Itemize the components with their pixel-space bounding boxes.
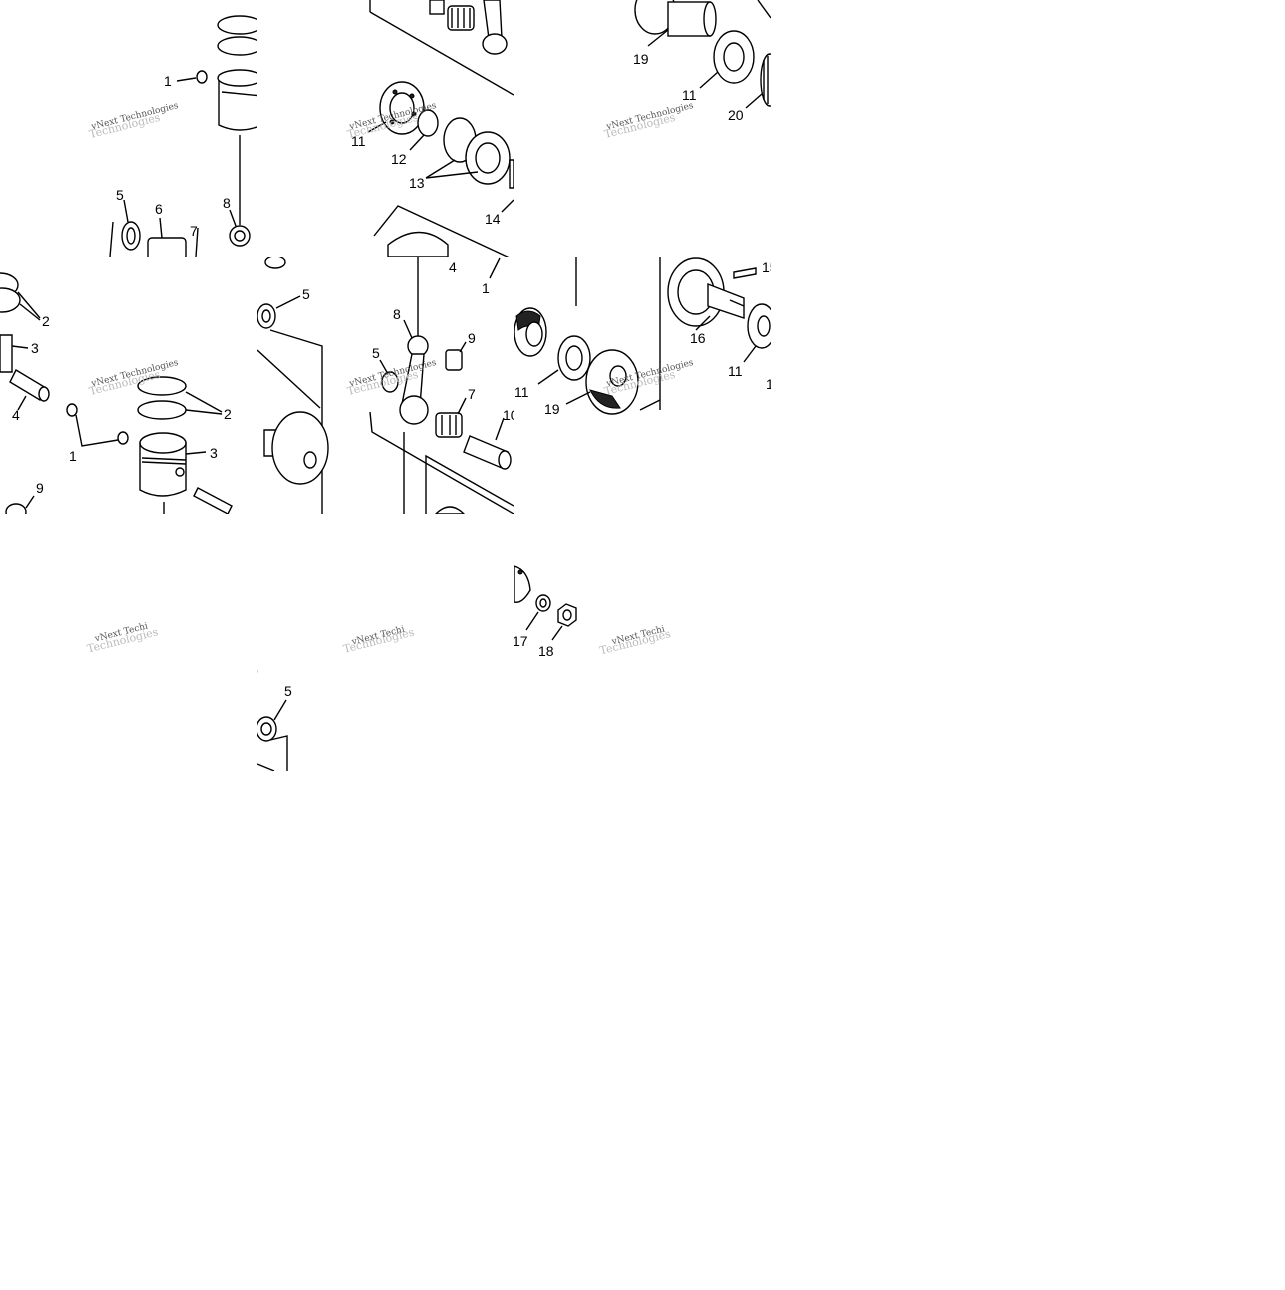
callout-3: 3 [31, 340, 39, 356]
needle-bearing-icon [445, 349, 463, 371]
callout-7: 7 [468, 386, 476, 402]
callout-1: 1 [482, 280, 490, 296]
callout-2: 2 [224, 406, 232, 422]
callout-8: 8 [393, 306, 401, 322]
seal-icon [381, 371, 399, 393]
callout-6: 6 [155, 201, 163, 217]
callout-7: 7 [190, 223, 198, 239]
callout-12: 12 [391, 151, 407, 167]
callout-10: 10 [503, 407, 519, 423]
crank-pin-icon [463, 435, 512, 470]
watermark: Technologies vNext Technologies [603, 101, 695, 141]
callout-1: 1 [164, 73, 172, 89]
callout-1: 1 [766, 376, 774, 392]
piston-icon [217, 69, 257, 131]
circlip-icon [66, 403, 78, 417]
watermark: Technologies vNext Techi [342, 625, 416, 656]
ball-bearing-icon [465, 131, 511, 185]
needle-bearing-icon [435, 412, 463, 438]
seal-icon [257, 716, 277, 742]
tile-seal-fragment: 0 5 [250, 663, 292, 771]
seal-icon [760, 53, 771, 107]
connecting-rod-icon [482, 0, 508, 55]
callout-19: 19 [544, 401, 560, 417]
callout-5: 5 [302, 286, 310, 302]
nut-icon [557, 603, 577, 627]
ball-bearing-icon [557, 335, 591, 381]
small-end-icon [229, 225, 251, 247]
crank-wheel-icon [263, 411, 329, 485]
callout-20: 20 [728, 107, 744, 123]
connecting-rod-icon [399, 335, 429, 425]
seal-icon [257, 303, 276, 329]
callout-4: 4 [12, 407, 20, 423]
callout-4: 4 [449, 259, 457, 275]
crankshaft-icon [667, 257, 745, 327]
tile-crankshaft-end: 19 11 20 Technologies vNext Technologies [603, 0, 771, 141]
callout-5: 5 [372, 345, 380, 361]
piston-pin-icon [9, 369, 50, 402]
ball-bearing-icon [379, 81, 425, 135]
callout-16: 16 [690, 330, 706, 346]
callout-5: 5 [284, 683, 292, 699]
piston-icon [139, 432, 187, 497]
washer-icon [535, 594, 551, 612]
seal-icon [514, 307, 547, 357]
ball-bearing-icon [713, 30, 755, 84]
callout-1: 1 [69, 448, 77, 464]
callout-8: 8 [223, 195, 231, 211]
callout-18: 18 [538, 643, 554, 659]
watermark: Technologies vNext Technologies [88, 101, 180, 141]
tile-piston-assembly: 2 3 4 1 2 3 9 Technologies vNext Technol… [0, 272, 233, 514]
callout-9: 9 [468, 330, 476, 346]
callout-11: 11 [682, 87, 697, 103]
callout-9: 9 [36, 480, 44, 496]
callout-19: 19 [633, 51, 649, 67]
callout-17: 17 [512, 633, 528, 649]
callout-11: 11 [514, 384, 529, 400]
callout-3: 3 [210, 445, 218, 461]
watermark: Technologies vNext Techi [598, 624, 672, 657]
tile-blank-middle: Technologies vNext Techi [342, 625, 416, 656]
tile-crankshaft-halves: 11 19 15 16 11 1 Technologies vNext Tech… [514, 257, 778, 417]
tile-crank-bearings: 11 12 13 14 Technologies vNext Technolog… [346, 0, 514, 257]
circlip-icon [196, 70, 208, 84]
crank-wheel-icon [585, 349, 639, 415]
callout-13: 13 [409, 175, 425, 191]
ball-bearing-icon [747, 303, 771, 349]
callout-5: 5 [514, 515, 522, 531]
crank-wheel-icon [634, 0, 717, 37]
callout-5: 5 [116, 187, 124, 203]
callout-11: 11 [351, 133, 366, 149]
bolt-icon [733, 267, 757, 279]
tile-nut-washer: 17 18 Technologies vNext Techi [512, 565, 672, 659]
tile-blank-left: Technologies vNext Techi [86, 600, 257, 660]
callout-2: 2 [42, 313, 50, 329]
piston-ring-icon [217, 15, 257, 56]
tile-connecting-rod: 5 8 9 5 7 10 4 1 5 Technologies vNext Te… [257, 257, 522, 531]
callout-0: 0 [250, 663, 258, 679]
callout-14: 14 [485, 211, 501, 227]
bearing-pin-icon [147, 237, 187, 257]
circlip-icon [117, 431, 129, 445]
needle-bearing-icon [447, 5, 475, 31]
seal-icon [121, 221, 141, 251]
tile-piston-top: 1 5 6 7 8 Technologies vNext Technologie… [88, 15, 257, 257]
callout-15: 15 [762, 259, 778, 275]
callout-11: 11 [728, 363, 743, 379]
washer-icon [417, 109, 439, 137]
